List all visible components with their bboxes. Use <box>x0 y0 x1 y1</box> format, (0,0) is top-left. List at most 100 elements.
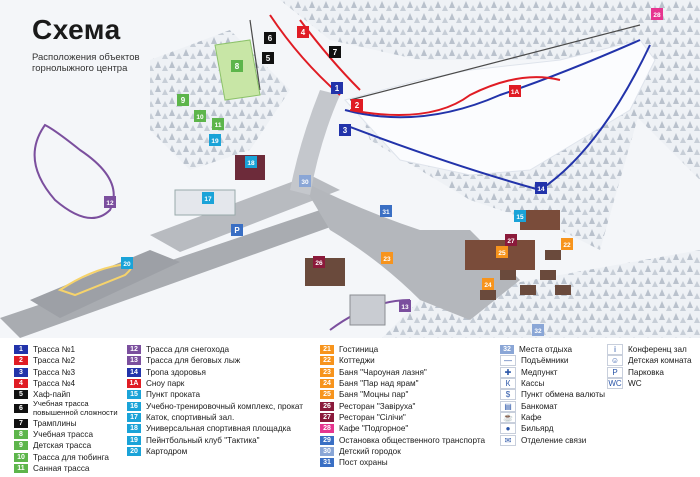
legend-label: Ресторан "Завiруха" <box>339 401 416 411</box>
legend-badge: 30 <box>320 446 334 456</box>
map-marker-box <box>264 32 276 44</box>
legend-item: ✉Отделение связи <box>500 434 605 446</box>
map-marker-13: 13 <box>399 300 411 312</box>
map-marker-label: 2 <box>355 101 360 110</box>
legend-badge: 17 <box>127 412 141 422</box>
map-marker-15: 15 <box>514 210 526 222</box>
map-marker-label: 32 <box>534 328 542 335</box>
map-marker-label: 26 <box>315 260 323 267</box>
legend-label: Кассы <box>521 379 545 389</box>
legend-label: Места отдыха <box>519 345 573 355</box>
map-marker-label: 1A <box>511 89 520 96</box>
map-marker-label: P <box>234 226 240 235</box>
legend-badge: 10 <box>14 452 28 462</box>
legend-badge: 19 <box>127 435 141 445</box>
legend-label: Универсальная спортивная площадка <box>146 424 291 434</box>
map-marker-3: 3 <box>339 124 351 136</box>
legend-item: 20 Картодром <box>127 446 303 457</box>
map-marker-label: 11 <box>215 122 222 129</box>
map-marker-label: 5 <box>266 54 271 63</box>
legend-label: Баня "Моцны пар" <box>339 390 409 400</box>
map-marker-label: 9 <box>181 96 186 105</box>
legend-label: Детская комната <box>628 356 692 366</box>
map-marker-12: 12 <box>104 196 116 208</box>
legend-label: Пункт обмена валюты <box>521 390 605 400</box>
legend-label: Пейнтбольный клуб "Тактика" <box>146 435 260 445</box>
legend-label: Парковка <box>628 367 664 377</box>
map-marker-box <box>231 60 243 72</box>
legend-badge: 29 <box>320 435 334 445</box>
cottage-group <box>480 250 571 300</box>
map-marker-24: 24 <box>482 278 494 290</box>
map-marker-box <box>245 156 257 168</box>
legend-label: Картодром <box>146 446 188 456</box>
legend-badge: 15 <box>127 390 141 400</box>
legend-label: Трасса №4 <box>33 379 76 389</box>
legend-label: Ресторан "Сiлiчи" <box>339 412 406 422</box>
map-marker-label: 17 <box>204 196 212 203</box>
legend-item: 22 Коттеджи <box>320 355 485 366</box>
map-marker-box <box>262 52 274 64</box>
map-marker-17: 17 <box>202 192 214 204</box>
map-marker-1: 1 <box>331 82 343 94</box>
legend-label: Кафе "Подгорное" <box>339 424 409 434</box>
legend-badge: 1 <box>14 345 28 355</box>
legend-item: —Подъёмники <box>500 355 605 367</box>
legend-item: 28 Кафе "Подгорное" <box>320 423 485 434</box>
medpoint-icon: ✚ <box>500 366 516 378</box>
map-marker-23: 23 <box>381 252 393 264</box>
ski-run-14-path <box>539 44 651 191</box>
legend-label: Трасса для беговых лыж <box>146 356 241 366</box>
map-marker-1a: 1A <box>509 85 521 97</box>
legend-label: Трасса №3 <box>33 367 76 377</box>
legend-label: Сноу парк <box>146 379 185 389</box>
legend-badge: 22 <box>320 356 334 366</box>
map-marker-label: 15 <box>516 214 524 221</box>
map-marker-box <box>121 257 133 269</box>
post-icon: ✉ <box>500 434 516 446</box>
map-marker-2: 2 <box>351 99 363 111</box>
legend-badge: 7 <box>14 418 28 428</box>
map-marker-box <box>299 175 311 187</box>
forest-southeast <box>380 250 700 340</box>
security-building <box>349 294 386 326</box>
map-marker-label: 12 <box>106 200 114 207</box>
map-marker-box <box>177 94 189 106</box>
legend-badge: 6 <box>14 404 28 414</box>
kids-room-icon: ☺ <box>607 355 623 367</box>
map-subtitle: Расположения объектов горнолыжного центр… <box>32 52 140 74</box>
parking-area <box>150 175 340 252</box>
legend-badge: 28 <box>320 424 334 434</box>
map-marker-box <box>202 192 214 204</box>
legend-label: Учебно-тренировочный комплекс, прокат <box>146 401 303 411</box>
legend-label: Баня "Чароуная лазня" <box>339 367 427 377</box>
legend-badge: 12 <box>127 345 141 355</box>
legend-badge: 20 <box>127 446 141 456</box>
map-marker-box <box>329 46 341 58</box>
map-marker-box <box>561 238 573 250</box>
legend-label: Хаф-пайп <box>33 390 71 400</box>
map-marker-box <box>381 252 393 264</box>
lift-line-main <box>349 24 641 101</box>
cafe-icon: ☕ <box>500 411 516 423</box>
legend-label: Коттеджи <box>339 356 375 366</box>
map-marker-32: 32 <box>532 324 544 336</box>
legend-label: Трамплины <box>33 418 77 428</box>
